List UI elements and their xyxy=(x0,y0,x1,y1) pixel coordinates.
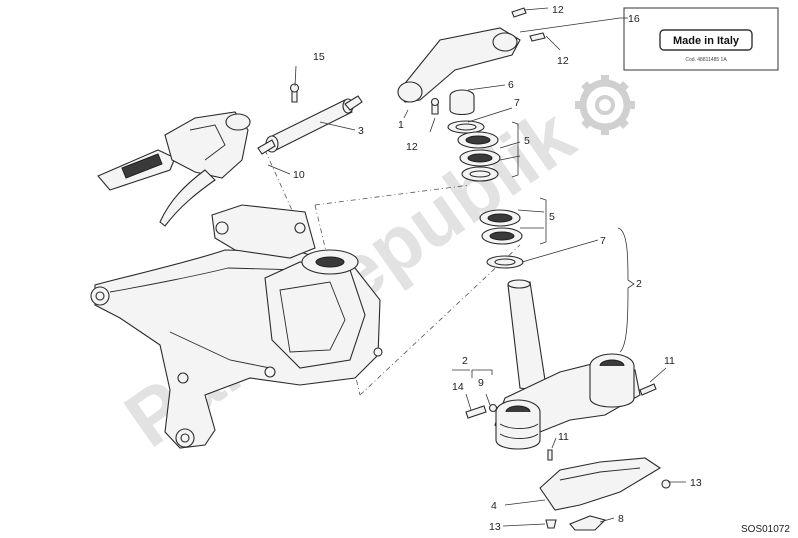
callout-13-right: 13 xyxy=(690,477,702,489)
made-in-italy-panel: Made in Italy Cod. 48811485 1A xyxy=(623,7,779,71)
steering-damper xyxy=(257,83,363,155)
callout-4: 4 xyxy=(491,500,497,512)
callout-7-lower: 7 xyxy=(600,235,606,247)
callout-6: 6 xyxy=(508,79,514,91)
cover-guard xyxy=(539,457,671,531)
callout-13-left: 13 xyxy=(489,521,501,533)
upper-bearing-stack xyxy=(447,120,501,182)
lower-bearing-stack xyxy=(479,209,524,269)
group-brackets xyxy=(452,121,635,378)
callout-12-clamp: 12 xyxy=(557,55,569,67)
callout-8: 8 xyxy=(618,513,624,525)
callout-5-upper: 5 xyxy=(524,135,530,147)
made-in-italy-label: Made in Italy xyxy=(673,35,740,47)
callout-16: 16 xyxy=(628,13,640,25)
frame xyxy=(90,204,383,449)
callout-12-left: 12 xyxy=(406,141,418,153)
top-clamp xyxy=(397,7,546,116)
made-in-italy-code: Cod. 48811485 1A xyxy=(685,57,727,63)
callout-2-left: 2 xyxy=(462,355,468,367)
callouts: 12 16 12 15 3 10 6 7 1 12 5 5 7 2 2 11 1… xyxy=(293,4,702,533)
callout-5-lower: 5 xyxy=(549,211,555,223)
callout-9: 9 xyxy=(478,377,484,389)
callout-2-right: 2 xyxy=(636,278,642,290)
callout-10: 10 xyxy=(293,169,305,181)
callout-11-right: 11 xyxy=(664,355,675,367)
handlebar-assembly xyxy=(97,111,251,227)
callout-14: 14 xyxy=(452,381,464,393)
callout-7-upper: 7 xyxy=(514,97,520,109)
callout-15: 15 xyxy=(313,51,325,63)
callout-3: 3 xyxy=(358,125,364,137)
callout-1: 1 xyxy=(398,119,404,131)
gear-icon xyxy=(575,75,635,135)
diagram-code: SOS01072 xyxy=(741,524,790,535)
bottom-clamp xyxy=(465,279,657,461)
callout-11-lower: 11 xyxy=(558,431,569,443)
leader-lines xyxy=(267,7,686,527)
callout-12-top: 12 xyxy=(552,4,564,16)
